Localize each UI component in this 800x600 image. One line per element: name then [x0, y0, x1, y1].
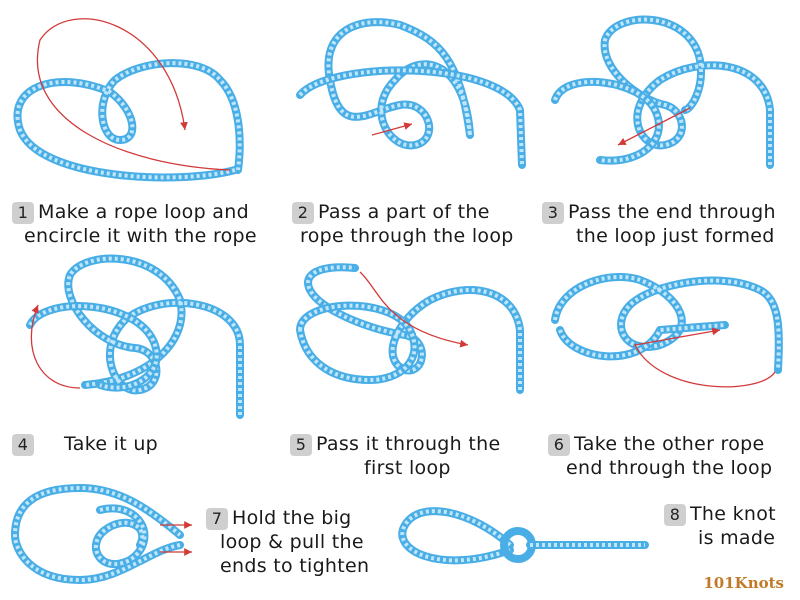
step-5-number: 5: [290, 433, 312, 456]
step-3-number: 3: [542, 201, 564, 224]
step-1-number: 1: [12, 201, 34, 224]
step-6-number: 6: [548, 433, 570, 456]
step-2-number: 2: [292, 201, 314, 224]
brand-logo: 101Knots: [703, 574, 784, 592]
step-7-number: 7: [206, 507, 228, 530]
step-7-line3: ends to tighten: [220, 555, 370, 577]
step-7-figure: [11, 484, 192, 584]
step-3-line2: the loop just formed: [576, 225, 775, 247]
step-8-figure: [398, 507, 649, 565]
step-6-line2: end through the loop: [566, 457, 773, 479]
step-4-figure: [26, 254, 244, 419]
step-2-line2: rope through the loop: [300, 225, 514, 247]
step-5-line1: Pass it through the: [316, 433, 501, 455]
step-3-line1: Pass the end through: [568, 201, 776, 223]
step-5-figure: [296, 263, 524, 394]
step-4-caption: 4 Take it up: [12, 432, 158, 456]
step-2-line1: Pass a part of the: [318, 201, 490, 223]
step-1-line2: encircle it with the rope: [24, 225, 257, 247]
step-7-line1: Hold the big: [232, 507, 352, 529]
step-8-line2: is made: [698, 527, 776, 549]
step-2-figure: [296, 18, 526, 169]
step-8-number: 8: [664, 503, 686, 526]
step-1-line1: Make a rope loop and: [38, 201, 249, 223]
step-3-figure: [551, 15, 774, 169]
step-1-figure: [13, 18, 244, 182]
step-6-line1: Take the other rope: [574, 433, 765, 455]
step-7-line2: loop & pull the: [220, 531, 364, 553]
step-4-line1: Take it up: [64, 433, 159, 455]
step-6-figure: [551, 272, 783, 388]
step-8-line1: The knot: [690, 503, 776, 525]
step-5-line2: first loop: [364, 457, 451, 479]
step-4-number: 4: [12, 433, 34, 456]
